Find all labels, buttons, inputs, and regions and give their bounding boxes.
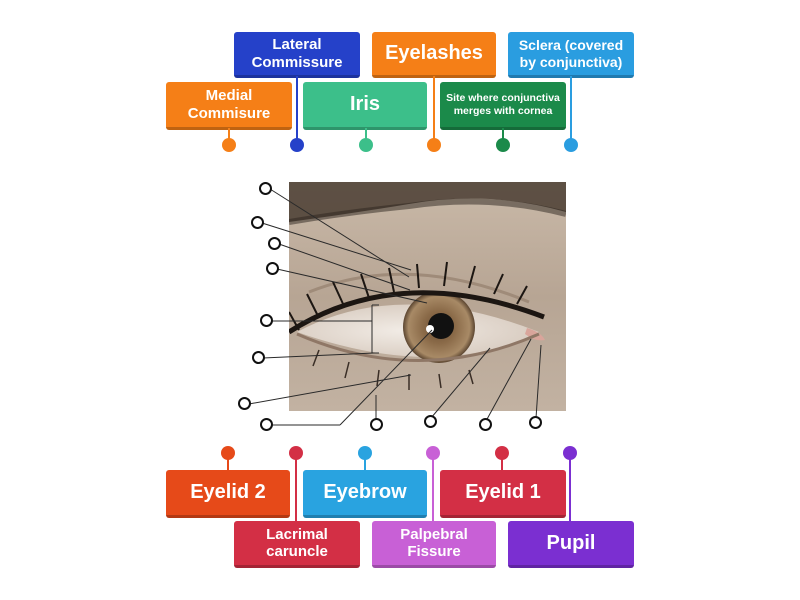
pin-iris bbox=[359, 138, 373, 152]
pin-eyelashes bbox=[427, 138, 441, 152]
target-3[interactable] bbox=[268, 237, 281, 250]
label-pupil[interactable]: Pupil bbox=[508, 521, 634, 568]
stem-site bbox=[502, 128, 504, 142]
stem-lacrimal bbox=[295, 452, 297, 522]
stem-lateral bbox=[296, 76, 298, 142]
target-10[interactable] bbox=[424, 415, 437, 428]
label-site-conjunctiva[interactable]: Site where conjunctiva merges with corne… bbox=[440, 82, 566, 130]
stem-eyelid-1 bbox=[501, 452, 503, 472]
pin-site bbox=[496, 138, 510, 152]
target-12[interactable] bbox=[529, 416, 542, 429]
label-sclera[interactable]: Sclera (covered by conjunctiva) bbox=[508, 32, 634, 78]
stem-iris bbox=[365, 128, 367, 142]
stem-palpebral bbox=[432, 452, 434, 522]
pin-medial bbox=[222, 138, 236, 152]
stem-eyebrow bbox=[364, 452, 366, 472]
target-11[interactable] bbox=[479, 418, 492, 431]
stem-medial bbox=[228, 128, 230, 142]
pin-lateral bbox=[290, 138, 304, 152]
label-palpebral-fissure[interactable]: Palpebral Fissure bbox=[372, 521, 496, 568]
target-7[interactable] bbox=[238, 397, 251, 410]
target-2[interactable] bbox=[251, 216, 264, 229]
stem-sclera bbox=[570, 76, 572, 142]
target-1[interactable] bbox=[259, 182, 272, 195]
target-6[interactable] bbox=[252, 351, 265, 364]
pin-sclera bbox=[564, 138, 578, 152]
eye-photo bbox=[289, 182, 566, 411]
target-9[interactable] bbox=[370, 418, 383, 431]
target-4[interactable] bbox=[266, 262, 279, 275]
target-8[interactable] bbox=[260, 418, 273, 431]
label-eyelid-2[interactable]: Eyelid 2 bbox=[166, 470, 290, 518]
label-iris[interactable]: Iris bbox=[303, 82, 427, 130]
stem-eyelashes bbox=[433, 76, 435, 142]
label-eyelid-1[interactable]: Eyelid 1 bbox=[440, 470, 566, 518]
stem-eyelid-2 bbox=[227, 452, 229, 472]
label-lacrimal-caruncle[interactable]: Lacrimal caruncle bbox=[234, 521, 360, 568]
target-5[interactable] bbox=[260, 314, 273, 327]
stem-pupil bbox=[569, 452, 571, 522]
label-eyebrow[interactable]: Eyebrow bbox=[303, 470, 427, 518]
